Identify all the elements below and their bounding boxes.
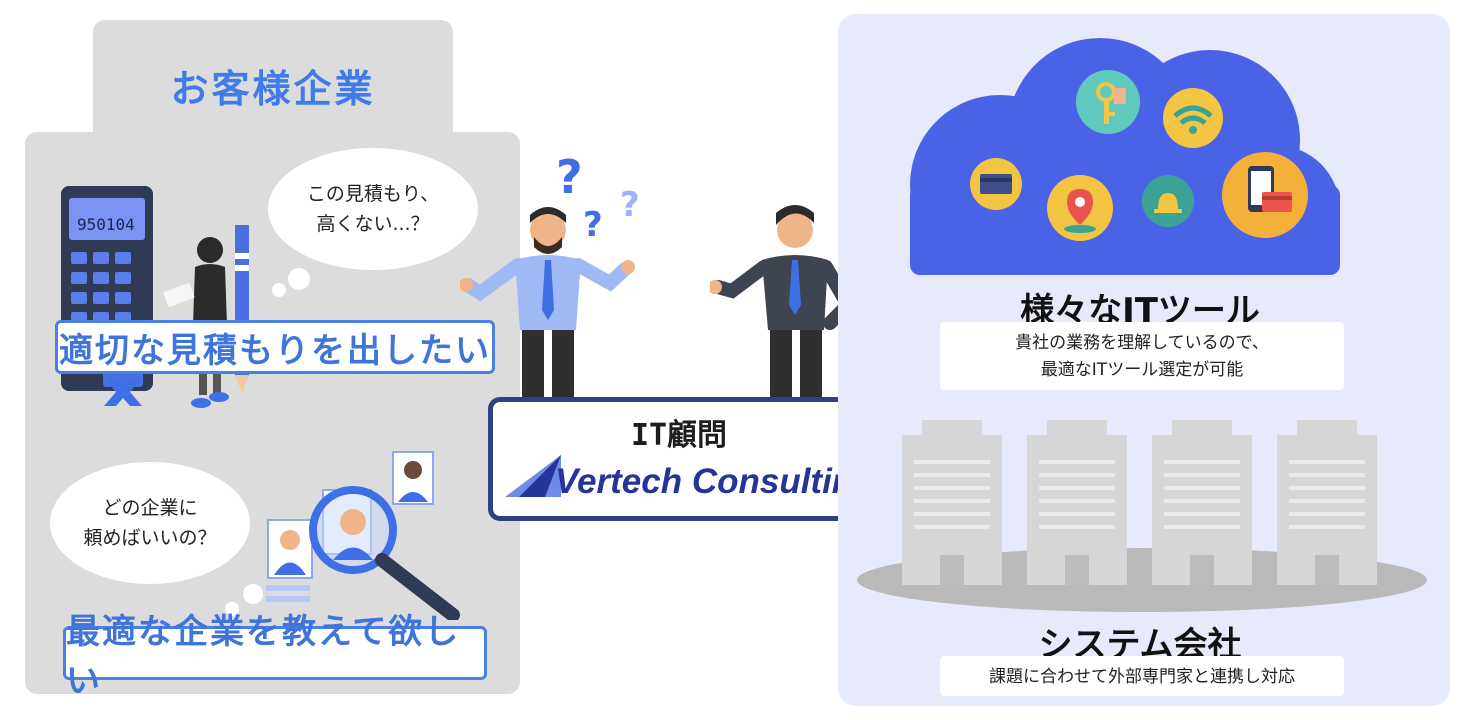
svg-text:?: ? (620, 185, 640, 225)
it-tools-description: 貴社の業務を理解しているので、 最適なITツール選定が可能 (940, 322, 1344, 390)
thought-dot (225, 602, 239, 616)
svg-text:?: ? (583, 205, 603, 243)
bubble-text: どの企業に (102, 496, 198, 519)
wifi-icon (1163, 88, 1223, 148)
key-icon (1076, 70, 1140, 134)
bubble-text: 高くない...？ (316, 213, 430, 235)
credit-card-icon (970, 158, 1022, 210)
thought-dot (243, 584, 263, 604)
confused-man-figure (460, 207, 635, 400)
client-title: お客様企業 (170, 67, 376, 111)
vertech-logo-text: Vertech Consulting (555, 462, 875, 501)
candidate-search-illustration (266, 451, 460, 620)
it-advisor-title: IT顧問 (630, 418, 728, 453)
need-company-box: 最適な企業を教えて欲しい (63, 612, 487, 701)
x-block-decoration (104, 378, 142, 406)
alarm-bell-icon (1142, 175, 1194, 227)
it-advisor-box (488, 397, 870, 521)
question-marks-icon: ? ? ? (556, 150, 640, 243)
bubble-text: この見積もり、 (306, 182, 440, 205)
description-line: 貴社の業務を理解しているので、 (1015, 333, 1269, 353)
location-pin-icon (1047, 175, 1113, 241)
system-company-buildings (857, 420, 1427, 612)
mobile-payment-icon (1222, 152, 1308, 238)
vertech-logo-mark (505, 455, 561, 497)
description-line: 最適なITツール選定が可能 (1040, 360, 1244, 381)
thought-dot (272, 283, 286, 297)
client-panel-top (93, 20, 453, 140)
bubble-text: 頼めばいいの？ (83, 527, 217, 549)
thought-bubble-company: どの企業に 頼めばいいの？ (50, 462, 250, 584)
calculator-display: 950104 (77, 215, 135, 234)
system-company-description: 課題に合わせて外部専門家と連携し対応 (940, 656, 1344, 696)
svg-text:?: ? (556, 150, 583, 204)
thought-dot (288, 268, 310, 290)
need-estimate-box: 適切な見積もりを出したい (55, 320, 495, 374)
thought-bubble-estimate: この見積もり、 高くない...？ (268, 148, 478, 270)
